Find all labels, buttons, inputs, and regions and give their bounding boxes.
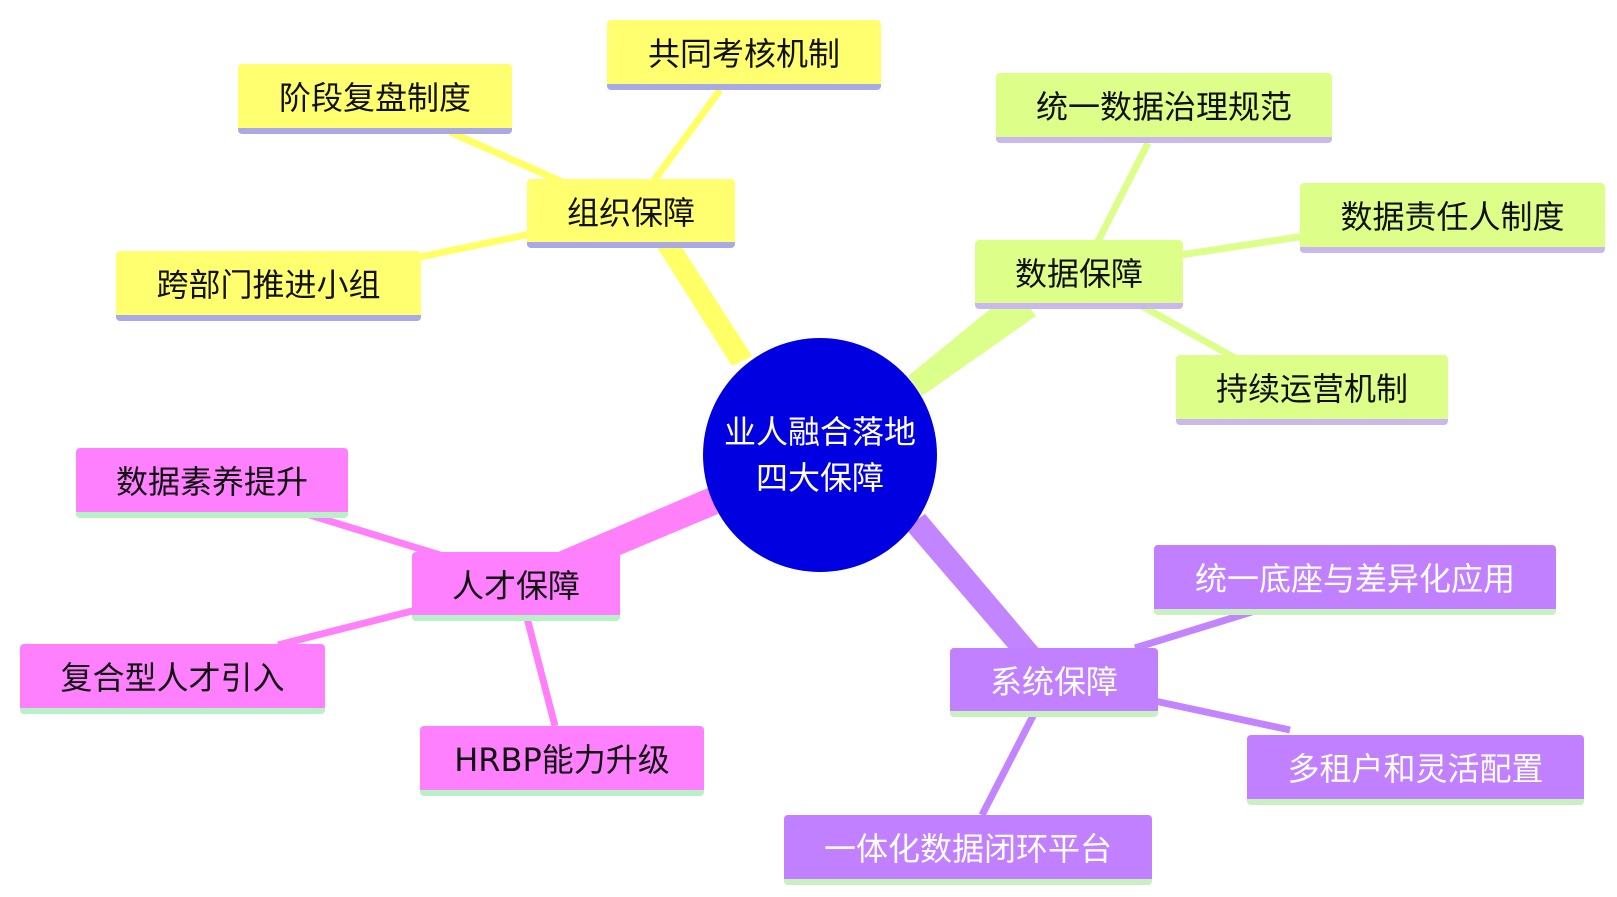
- data-child-3[interactable]: 持续运营机制: [1176, 355, 1448, 425]
- branch-system-label: 系统保障: [989, 662, 1118, 701]
- org-child-2-label: 阶段复盘制度: [278, 79, 471, 117]
- system-child-1-label: 统一底座与差异化应用: [1194, 560, 1515, 598]
- center-topic-line-2: 四大保障: [755, 459, 884, 497]
- talent-child-1-label: 数据素养提升: [115, 463, 308, 501]
- link-org-1: [647, 87, 723, 189]
- trunk-data: [908, 288, 1036, 396]
- link-system-1: [1133, 606, 1260, 652]
- link-data-3: [1138, 301, 1237, 362]
- center-topic[interactable]: 业人融合落地 四大保障: [703, 338, 937, 572]
- branch-talent-label: 人才保障: [451, 566, 580, 605]
- trunk-org: [650, 232, 752, 366]
- link-system-3: [978, 710, 1039, 817]
- talent-child-3-label: HRBP能力升级: [454, 741, 670, 779]
- system-child-1[interactable]: 统一底座与差异化应用: [1154, 545, 1556, 615]
- system-child-2-label: 多租户和灵活配置: [1287, 750, 1544, 788]
- center-topic-line-1: 业人融合落地: [723, 413, 916, 451]
- link-talent-1: [298, 508, 442, 559]
- org-child-3[interactable]: 跨部门推进小组: [116, 251, 421, 321]
- org-child-1-label: 共同考核机制: [647, 35, 840, 73]
- branch-org[interactable]: 组织保障: [527, 179, 735, 248]
- link-system-2: [1149, 696, 1291, 734]
- branch-data-label: 数据保障: [1014, 254, 1143, 293]
- link-data-1: [1092, 141, 1152, 247]
- org-child-1[interactable]: 共同考核机制: [607, 20, 881, 90]
- link-talent-3: [523, 617, 559, 727]
- branch-org-label: 组织保障: [566, 193, 695, 232]
- branch-system[interactable]: 系统保障: [950, 648, 1158, 717]
- branch-talent[interactable]: 人才保障: [412, 552, 620, 621]
- talent-child-2[interactable]: 复合型人才引入: [20, 644, 325, 714]
- data-child-2-label: 数据责任人制度: [1340, 198, 1565, 236]
- data-child-1[interactable]: 统一数据治理规范: [996, 73, 1332, 143]
- system-child-3[interactable]: 一体化数据闭环平台: [784, 815, 1152, 885]
- branch-data[interactable]: 数据保障: [975, 240, 1183, 309]
- talent-child-1[interactable]: 数据素养提升: [76, 448, 348, 518]
- talent-child-3[interactable]: HRBP能力升级: [420, 726, 704, 796]
- data-child-2[interactable]: 数据责任人制度: [1300, 183, 1605, 253]
- trunk-system: [905, 514, 1040, 664]
- org-child-2[interactable]: 阶段复盘制度: [238, 64, 512, 134]
- system-child-2[interactable]: 多租户和灵活配置: [1247, 735, 1584, 805]
- link-talent-2: [277, 605, 421, 649]
- data-child-3-label: 持续运营机制: [1215, 370, 1408, 408]
- talent-child-2-label: 复合型人才引入: [60, 659, 285, 697]
- system-child-3-label: 一体化数据闭环平台: [823, 830, 1112, 868]
- link-org-3: [414, 228, 541, 262]
- data-child-1-label: 统一数据治理规范: [1035, 88, 1292, 126]
- link-data-2: [1179, 232, 1306, 259]
- org-child-3-label: 跨部门推进小组: [156, 266, 381, 304]
